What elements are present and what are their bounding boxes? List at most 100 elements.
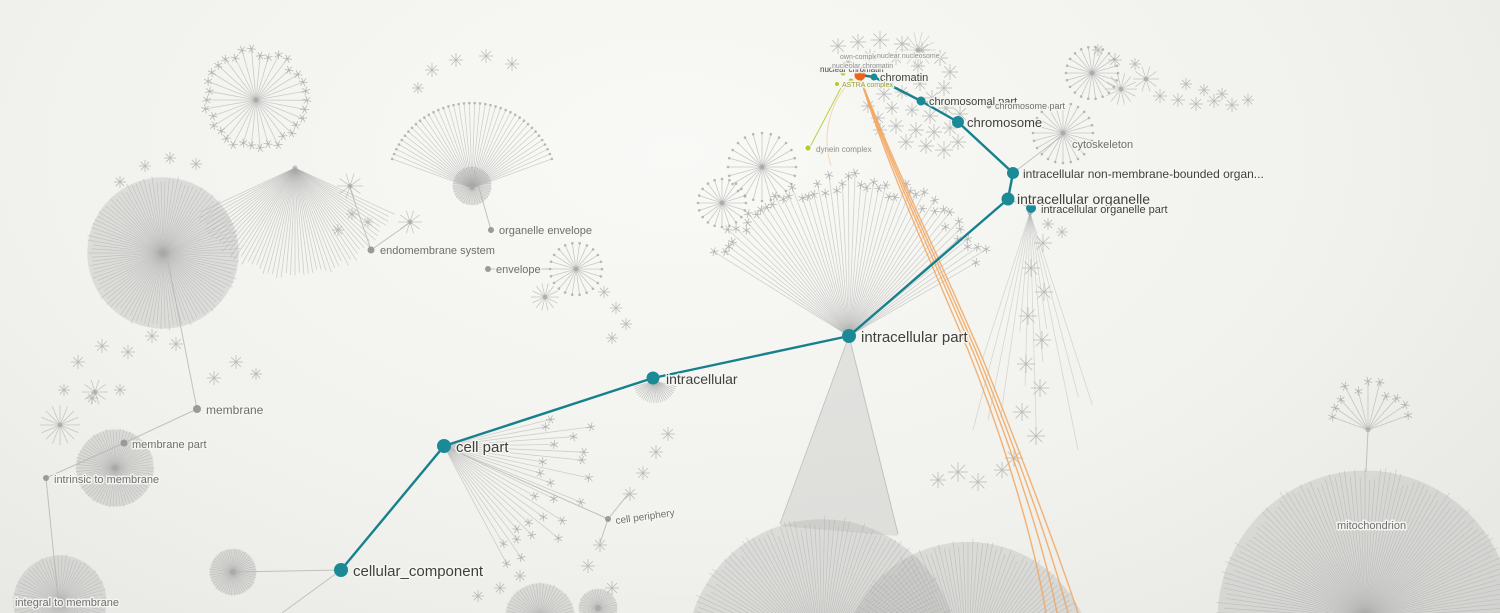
label-chromatin[interactable]: chromatin bbox=[879, 71, 930, 86]
label-chromosome_part[interactable]: chromosome part bbox=[994, 100, 1068, 113]
node-endomembrane_system[interactable] bbox=[367, 246, 375, 254]
collapsed-cluster-fan[interactable] bbox=[201, 44, 312, 153]
leaf-cluster-star bbox=[512, 535, 522, 544]
label-integral_to_membrane[interactable]: integral to membrane bbox=[14, 596, 121, 611]
collapsed-cluster-fan[interactable] bbox=[548, 242, 604, 297]
collapsed-cluster-disc[interactable] bbox=[505, 582, 575, 613]
leaf-cluster-star bbox=[1392, 393, 1401, 403]
node-chromosomal_part[interactable] bbox=[916, 96, 926, 106]
leaf-cluster-star bbox=[221, 54, 230, 64]
label-intrinsic_to_membrane[interactable]: intrinsic to membrane bbox=[53, 473, 161, 488]
collapsed-cluster-fan[interactable] bbox=[390, 101, 554, 191]
label-endomembrane_system[interactable]: endomembrane system bbox=[379, 244, 497, 259]
collapsed-cluster-fan[interactable] bbox=[1064, 46, 1120, 101]
collapsed-cluster-fan[interactable] bbox=[1328, 376, 1413, 433]
label-intracellular_part[interactable]: intracellular part bbox=[860, 328, 971, 348]
collapsed-cluster-fan[interactable] bbox=[441, 415, 596, 569]
gray-edges-layer bbox=[45, 100, 1369, 613]
leaf-cluster-star bbox=[114, 384, 126, 396]
node-intracellular_organelle[interactable] bbox=[1001, 192, 1015, 206]
leaf-cluster-star bbox=[298, 77, 308, 87]
collapsed-cluster-fan[interactable] bbox=[82, 379, 108, 405]
node-cell_part[interactable] bbox=[437, 439, 451, 453]
collapsed-cluster-disc[interactable] bbox=[1215, 467, 1500, 613]
collapsed-cluster-disc[interactable] bbox=[75, 428, 155, 508]
collapsed-cluster-fan[interactable] bbox=[709, 168, 991, 339]
collapsed-cluster-disc[interactable] bbox=[12, 554, 107, 613]
label-intracellular_organelle_part[interactable]: intracellular organelle part bbox=[1040, 203, 1170, 218]
collapsed-cluster-fan[interactable] bbox=[1133, 66, 1159, 92]
collapsed-cluster-fan[interactable] bbox=[198, 165, 395, 279]
node-intracellular_part[interactable] bbox=[842, 329, 856, 343]
leaf-cluster-star bbox=[586, 422, 596, 432]
leaf-cluster-star bbox=[541, 422, 550, 432]
collapsed-cluster-disc[interactable] bbox=[842, 538, 1097, 613]
node-chromatin[interactable] bbox=[870, 73, 878, 81]
leaf-cluster-star bbox=[1216, 88, 1228, 100]
label-organelle_envelope[interactable]: organelle envelope bbox=[498, 224, 594, 239]
node-intracellular[interactable] bbox=[646, 371, 660, 385]
collapsed-cluster-fan[interactable] bbox=[531, 283, 560, 311]
node-cellular_component[interactable] bbox=[334, 563, 348, 577]
leaf-cluster-star bbox=[973, 242, 983, 252]
label-dynein_complex[interactable]: dynein complex bbox=[815, 144, 874, 156]
green-term-node[interactable] bbox=[834, 81, 840, 87]
label-envelope[interactable]: envelope bbox=[495, 263, 543, 278]
edge-gray bbox=[45, 442, 125, 479]
collapsed-cluster-fan[interactable] bbox=[696, 177, 748, 229]
label-nuclear_chromatin[interactable]: nuclear chromatin bbox=[819, 64, 886, 76]
leaf-cluster-star bbox=[86, 392, 98, 404]
label-intracellular[interactable]: intracellular bbox=[665, 370, 740, 389]
node-envelope[interactable] bbox=[485, 266, 491, 272]
node-chromosome[interactable] bbox=[952, 116, 964, 128]
label-intracellular_nmb_organelle[interactable]: intracellular non-membrane-bounded organ… bbox=[1022, 166, 1266, 183]
label-cell_part[interactable]: cell part bbox=[455, 438, 511, 458]
collapsed-cluster-fan[interactable] bbox=[1105, 73, 1138, 105]
node-membrane[interactable] bbox=[193, 405, 201, 413]
collapsed-cluster-disc[interactable] bbox=[686, 515, 959, 613]
leaf-cluster-star bbox=[905, 103, 919, 117]
leaf-cluster-star bbox=[930, 195, 940, 205]
node-chromosome_part[interactable] bbox=[986, 103, 992, 109]
collapsed-cluster-fan[interactable] bbox=[972, 210, 1093, 450]
label-intracellular_organelle[interactable]: intracellular organelle bbox=[1016, 190, 1152, 209]
green-term-node[interactable] bbox=[804, 144, 812, 152]
label-astra_complex[interactable]: ASTRA complex bbox=[841, 81, 895, 91]
edge-selected-path bbox=[873, 75, 922, 103]
label-own_complex[interactable]: own-complex bbox=[839, 53, 884, 63]
label-nucleolar_chromatin[interactable]: nucleolar chromatin bbox=[831, 62, 895, 72]
node-membrane_part[interactable] bbox=[120, 439, 128, 447]
collapsed-cluster-disc[interactable] bbox=[578, 588, 618, 613]
node-intracellular_organelle_part[interactable] bbox=[1026, 203, 1036, 213]
label-cell_periphery[interactable]: cell periphery bbox=[613, 506, 676, 528]
node-intracellular_nmb_organelle[interactable] bbox=[1007, 167, 1019, 179]
collapsed-cluster-fan[interactable] bbox=[1031, 101, 1095, 165]
leaf-cluster-star bbox=[278, 131, 288, 141]
node-nuclear_chromatin[interactable] bbox=[854, 69, 866, 81]
leaf-cluster-star bbox=[779, 194, 788, 204]
node-intrinsic_to_membrane[interactable] bbox=[43, 475, 49, 481]
collapsed-cluster-disc[interactable] bbox=[87, 176, 241, 331]
leaf-cluster-star bbox=[742, 218, 752, 227]
green-term-node[interactable] bbox=[847, 77, 855, 85]
green-term-node[interactable] bbox=[839, 69, 847, 77]
leaf-cluster-star bbox=[363, 217, 373, 227]
collapsed-cluster-fan[interactable] bbox=[40, 405, 81, 446]
label-nuclear_nucleosome[interactable]: nuclear nucleosome bbox=[876, 52, 942, 62]
label-mitochondrion[interactable]: mitochondrion bbox=[1336, 519, 1408, 534]
label-cytoskeleton[interactable]: cytoskeleton bbox=[1071, 138, 1135, 153]
node-cell_periphery[interactable] bbox=[605, 516, 611, 522]
edge-selected-path bbox=[957, 121, 1014, 174]
leaf-cluster-star bbox=[263, 53, 273, 62]
leaf-cluster-star bbox=[610, 302, 622, 314]
label-cellular_component[interactable]: cellular_component bbox=[352, 562, 486, 582]
collapsed-cluster-fan[interactable] bbox=[398, 210, 422, 234]
collapsed-cluster-fan[interactable] bbox=[726, 131, 798, 203]
label-membrane_part[interactable]: membrane part bbox=[131, 438, 209, 453]
label-chromosomal_part[interactable]: chromosomal part bbox=[928, 95, 1019, 110]
leaf-cluster-star bbox=[1363, 376, 1373, 386]
node-organelle_envelope[interactable] bbox=[488, 227, 494, 233]
label-membrane[interactable]: membrane bbox=[205, 402, 266, 419]
label-chromosome[interactable]: chromosome bbox=[966, 114, 1044, 132]
